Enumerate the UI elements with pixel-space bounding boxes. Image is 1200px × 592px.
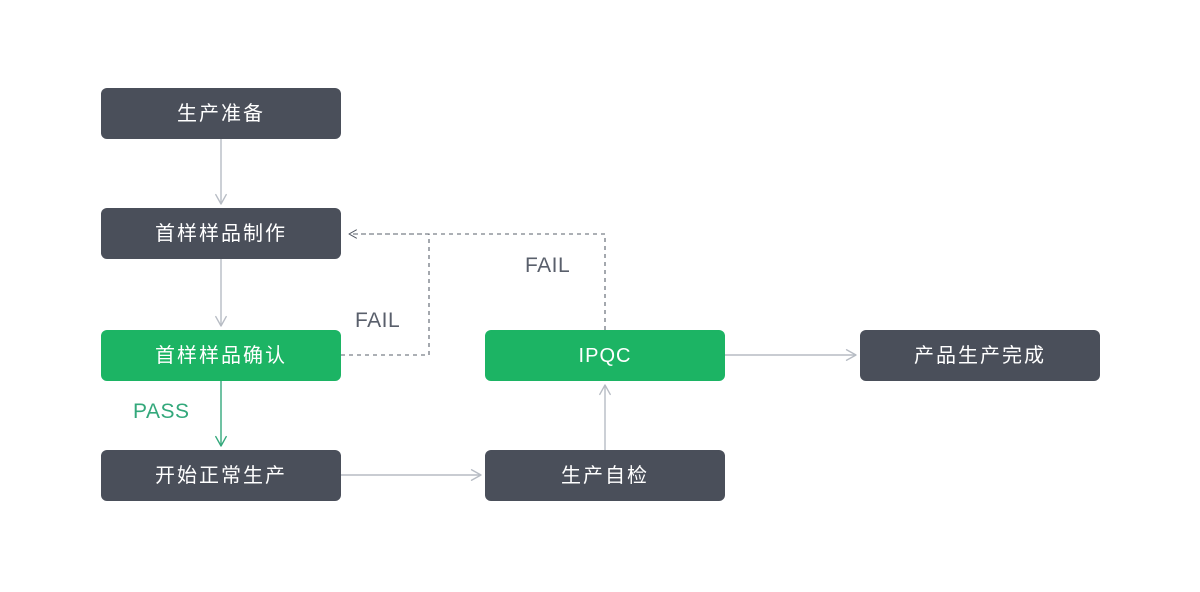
node-production-self-inspection[interactable]: 生产自检 — [485, 450, 725, 501]
edge-confirm-fail-to-sample — [341, 229, 430, 356]
node-label: 生产自检 — [561, 464, 649, 487]
node-label: IPQC — [578, 344, 632, 367]
node-first-sample-confirmation[interactable]: 首样样品确认 — [101, 330, 341, 381]
node-first-sample-production[interactable]: 首样样品制作 — [101, 208, 341, 259]
node-label: 首样样品确认 — [155, 344, 287, 367]
edge-label-fail-upper: FAIL — [525, 254, 571, 277]
node-label: 产品生产完成 — [914, 344, 1046, 367]
node-start-normal-production[interactable]: 开始正常生产 — [101, 450, 341, 501]
node-ipqc[interactable]: IPQC — [485, 330, 725, 381]
node-product-production-complete[interactable]: 产品生产完成 — [860, 330, 1100, 381]
node-label: 生产准备 — [177, 102, 265, 125]
edge-label-fail-lower: FAIL — [355, 309, 401, 332]
edge-label-pass: PASS — [133, 400, 190, 423]
node-label: 开始正常生产 — [155, 464, 287, 487]
node-production-preparation[interactable]: 生产准备 — [101, 88, 341, 139]
node-label: 首样样品制作 — [155, 222, 287, 245]
